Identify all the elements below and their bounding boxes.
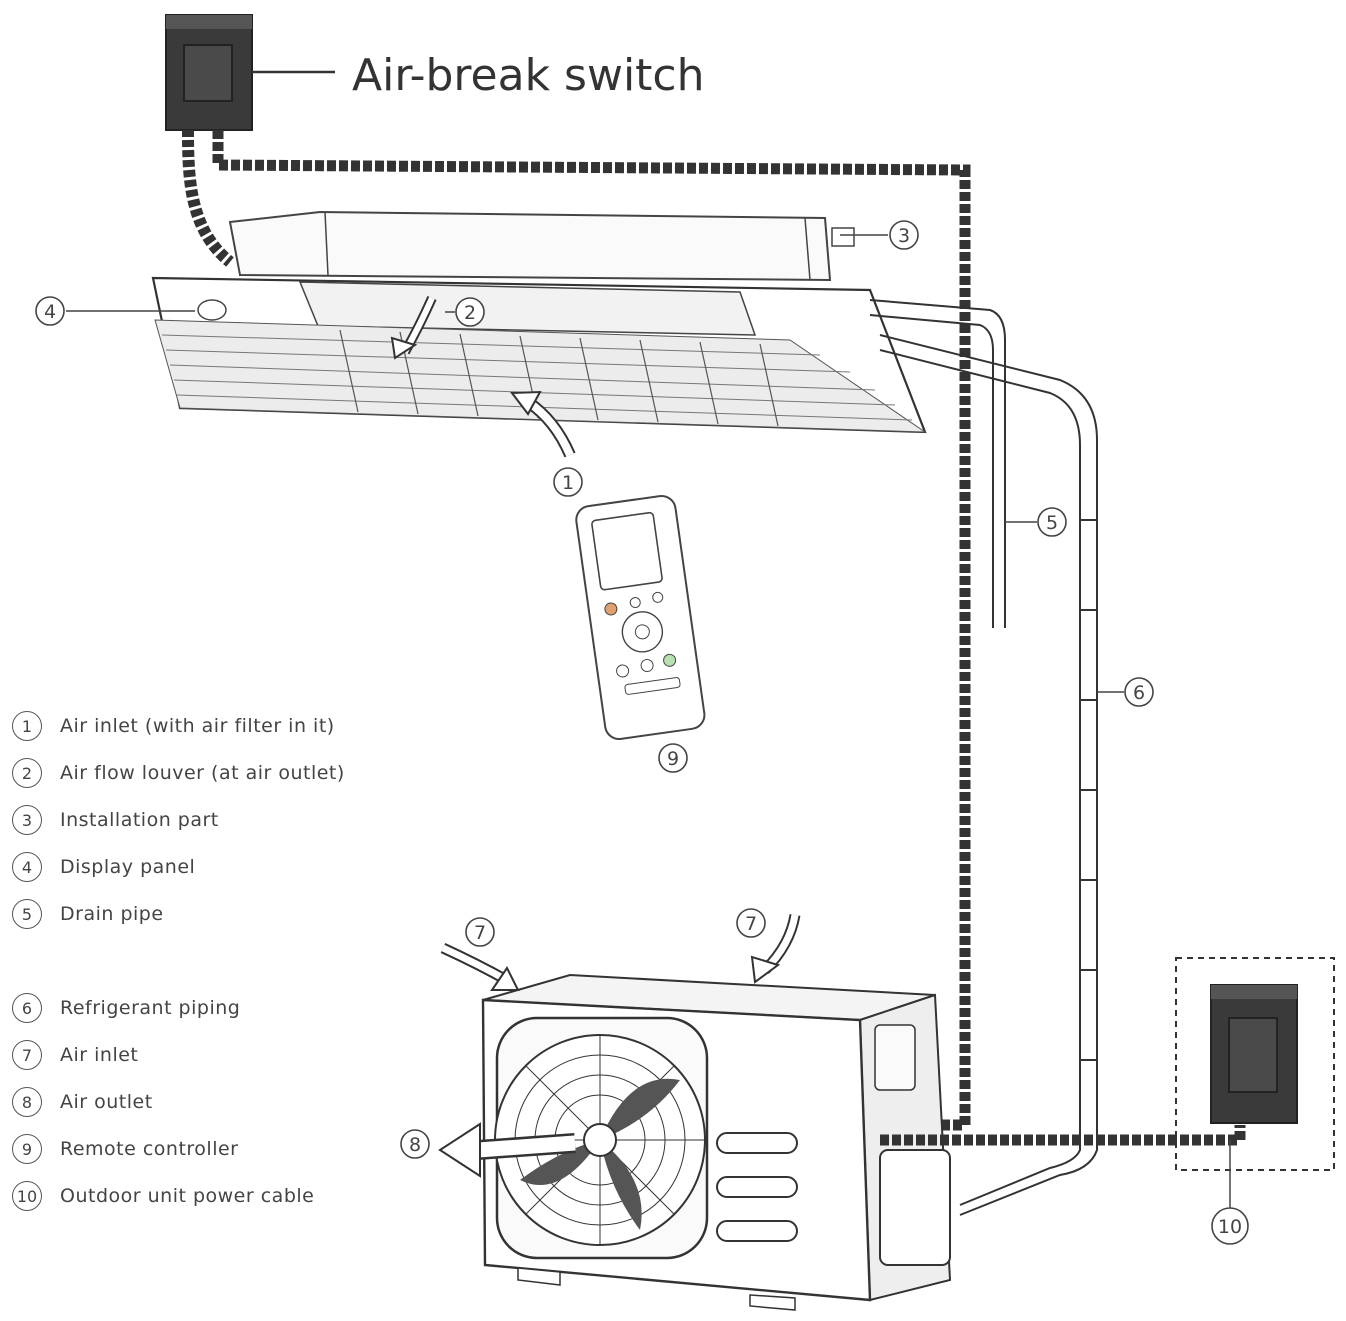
svg-text:7: 7 — [474, 922, 486, 944]
legend-label: Air flow louver (at air outlet) — [60, 762, 345, 784]
legend-label: Refrigerant piping — [60, 997, 241, 1019]
legend-number: 3 — [12, 805, 42, 835]
legend-item: 2 Air flow louver (at air outlet) — [12, 755, 345, 791]
svg-text:10: 10 — [1218, 1216, 1242, 1238]
legend-number: 6 — [12, 993, 42, 1023]
legend-label: Drain pipe — [60, 903, 164, 925]
callout-7-right: 7 — [736, 908, 766, 938]
refrigerant-piping — [879, 334, 1098, 1216]
svg-text:2: 2 — [464, 302, 476, 324]
callout-5: 5 — [1037, 507, 1067, 537]
legend-item: 4 Display panel — [12, 849, 195, 885]
legend-number: 8 — [12, 1087, 42, 1117]
legend-number: 1 — [12, 711, 42, 741]
legend-number: 2 — [12, 758, 42, 788]
power-cable-to-indoor — [182, 129, 234, 267]
callout-4: 4 — [35, 296, 65, 326]
legend-item: 10 Outdoor unit power cable — [12, 1178, 314, 1214]
callout-3: 3 — [889, 220, 919, 250]
diagram-title: Air-break switch — [352, 50, 705, 101]
svg-text:3: 3 — [898, 225, 910, 247]
legend-item: 1 Air inlet (with air filter in it) — [12, 708, 335, 744]
legend-label: Installation part — [60, 809, 219, 831]
drain-pipe — [869, 299, 1006, 628]
legend-item: 7 Air inlet — [12, 1037, 138, 1073]
legend-label: Air outlet — [60, 1091, 153, 1113]
outdoor-power-cable — [880, 1125, 1246, 1146]
legend-label: Outdoor unit power cable — [60, 1185, 315, 1207]
svg-text:8: 8 — [409, 1134, 421, 1156]
callout-6: 6 — [1124, 677, 1154, 707]
callout-7-left: 7 — [465, 917, 495, 947]
callout-10: 10 — [1211, 1207, 1249, 1245]
legend-item: 6 Refrigerant piping — [12, 990, 240, 1026]
outdoor-unit — [481, 973, 952, 1311]
legend-number: 9 — [12, 1134, 42, 1164]
legend-number: 5 — [12, 899, 42, 929]
legend-item: 5 Drain pipe — [12, 896, 164, 932]
legend-item: 9 Remote controller — [12, 1131, 239, 1167]
legend-label: Remote controller — [60, 1138, 239, 1160]
callout-2: 2 — [455, 297, 485, 327]
outdoor-switch-box — [1175, 957, 1335, 1171]
legend-number: 10 — [12, 1181, 42, 1211]
legend-number: 7 — [12, 1040, 42, 1070]
callout-8: 8 — [400, 1129, 430, 1159]
svg-text:5: 5 — [1046, 512, 1058, 534]
svg-text:9: 9 — [667, 748, 679, 770]
legend-item: 3 Installation part — [12, 802, 219, 838]
callout-9: 9 — [658, 743, 688, 773]
svg-text:6: 6 — [1133, 682, 1145, 704]
legend-item: 8 Air outlet — [12, 1084, 153, 1120]
svg-text:4: 4 — [44, 301, 56, 323]
indoor-unit — [151, 210, 927, 434]
legend-number: 4 — [12, 852, 42, 882]
legend-label: Air inlet — [60, 1044, 139, 1066]
legend-label: Air inlet (with air filter in it) — [60, 715, 335, 737]
callout-1: 1 — [553, 467, 583, 497]
legend-label: Display panel — [60, 856, 196, 878]
air-break-switch-box — [165, 14, 335, 131]
svg-text:1: 1 — [562, 472, 574, 494]
svg-text:7: 7 — [745, 913, 757, 935]
remote-controller — [575, 494, 706, 740]
